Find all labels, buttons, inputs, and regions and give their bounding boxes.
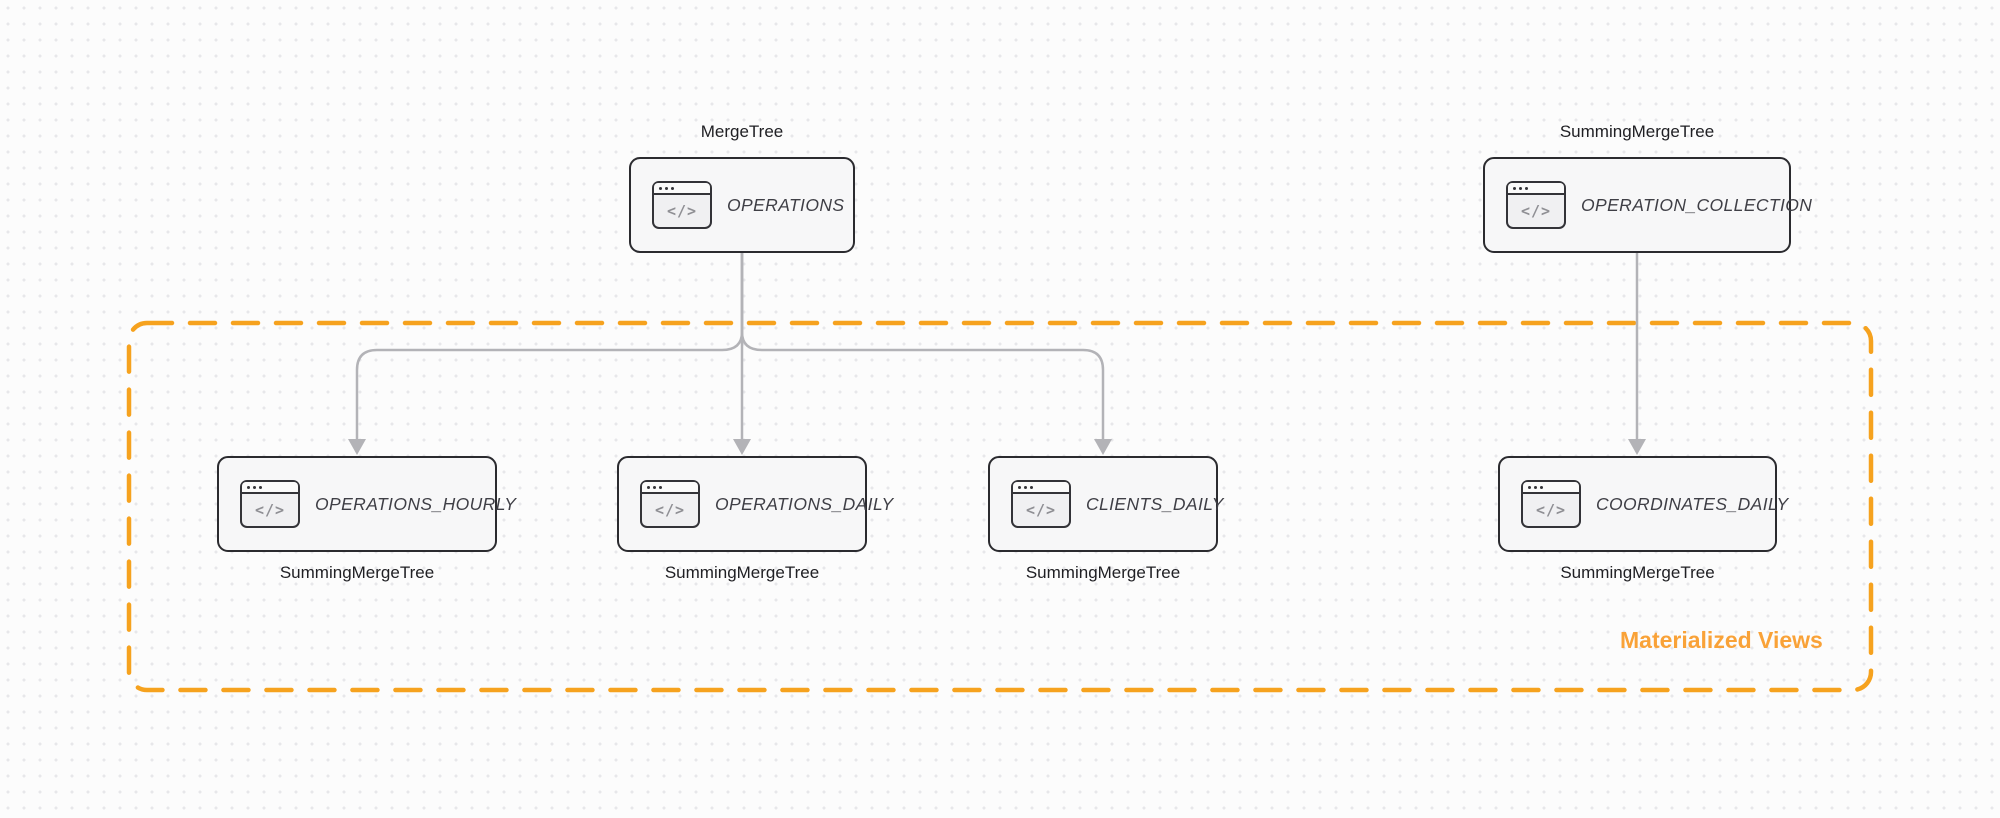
window-titlebar (642, 482, 698, 494)
code-window-icon: </> (652, 181, 712, 229)
node-title-operation-collection: OPERATION_COLLECTION (1581, 194, 1813, 215)
node-title-clients-daily: CLIENTS_DAILY (1086, 493, 1224, 514)
window-titlebar (242, 482, 298, 494)
materialized-views-label: Materialized Views (1620, 627, 1823, 653)
arrowhead-clients-daily (1094, 439, 1112, 455)
code-glyph: </> (1520, 202, 1552, 220)
code-glyph: </> (654, 501, 686, 519)
edge-operations-to-operations-hourly (355, 253, 744, 441)
code-window-icon: </> (1521, 480, 1581, 528)
node-operation-collection[interactable]: </> OPERATION_COLLECTION (1483, 157, 1812, 253)
node-operations-daily[interactable]: </> OPERATIONS_DAILY (617, 456, 893, 552)
node-title-operations-daily: OPERATIONS_DAILY (715, 493, 894, 514)
node-operations-hourly[interactable]: </> OPERATIONS_HOURLY (217, 456, 516, 552)
node-coordinates-daily[interactable]: </> COORDINATES_DAILY (1498, 456, 1788, 552)
engine-label-clients-daily: SummingMergeTree (1025, 563, 1181, 582)
window-titlebar (1013, 482, 1069, 494)
code-glyph: </> (666, 202, 698, 220)
code-window-icon: </> (1506, 181, 1566, 229)
code-window-icon: </> (1011, 480, 1071, 528)
code-glyph: </> (1025, 501, 1057, 519)
engine-label-operations-hourly: SummingMergeTree (279, 563, 435, 582)
window-titlebar (1508, 183, 1564, 195)
arrowhead-operations-daily (733, 439, 751, 455)
engine-label-coordinates-daily: SummingMergeTree (1560, 563, 1715, 582)
node-clients-daily[interactable]: </> CLIENTS_DAILY (988, 456, 1223, 552)
window-titlebar (1523, 482, 1579, 494)
edge-operations-to-clients-daily (740, 253, 1105, 441)
node-title-operations-hourly: OPERATIONS_HOURLY (315, 493, 517, 514)
engine-label-operations: MergeTree (700, 122, 784, 141)
arrowhead-coordinates-daily (1628, 439, 1646, 455)
node-title-coordinates-daily: COORDINATES_DAILY (1596, 493, 1789, 514)
code-window-icon: </> (640, 480, 700, 528)
engine-label-operation-collection: SummingMergeTree (1559, 122, 1715, 141)
node-operations[interactable]: </> OPERATIONS (629, 157, 855, 253)
code-window-icon: </> (240, 480, 300, 528)
engine-label-operations-daily: SummingMergeTree (664, 563, 820, 582)
code-glyph: </> (1535, 501, 1567, 519)
code-glyph: </> (254, 501, 286, 519)
node-title-operations: OPERATIONS (727, 194, 845, 215)
arrowhead-operations-hourly (348, 439, 366, 455)
window-titlebar (654, 183, 710, 195)
